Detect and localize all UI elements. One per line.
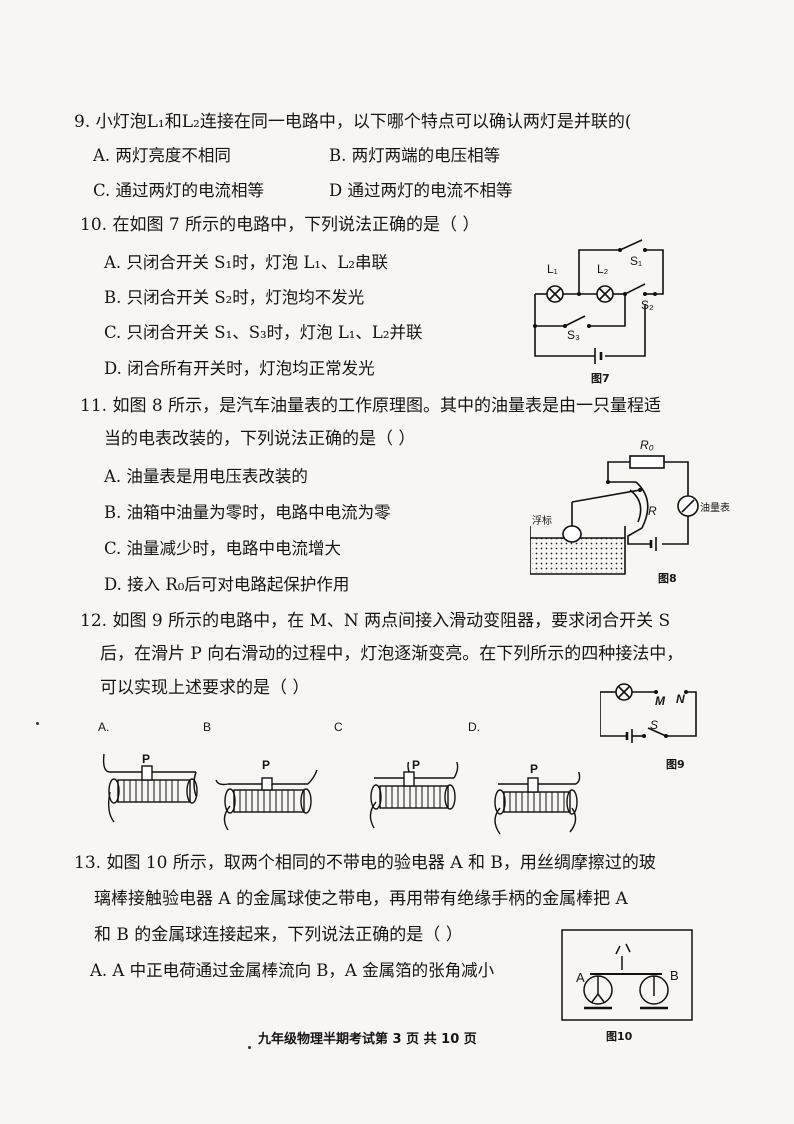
- q9-option-a: A. 两灯亮度不相同: [93, 146, 231, 165]
- scan-speck: [248, 1046, 251, 1049]
- q12-stem-3: 可以实现上述要求的是（ ）: [100, 678, 310, 698]
- fig8-caption: 图8: [658, 572, 677, 585]
- figure-9-circuit: M N S 图9: [600, 676, 710, 771]
- fig10-caption: 图10: [606, 1030, 633, 1043]
- rheostat-a-slider-label: P: [142, 752, 151, 766]
- fig7-label-s3: S₃: [567, 328, 580, 342]
- fig9-label-n: N: [676, 692, 685, 706]
- q13-stem-1: 13. 如图 10 所示，取两个相同的不带电的验电器 A 和 B，用丝绸摩擦过的…: [74, 853, 656, 873]
- fig7-label-s2: S₂: [641, 298, 654, 312]
- fig8-label-r: R: [648, 504, 657, 518]
- rheostat-d-slider-label: P: [530, 762, 539, 776]
- fig9-label-s: S: [650, 718, 659, 732]
- q10-option-a: A. 只闭合开关 S₁时，灯泡 L₁、L₂串联: [104, 253, 388, 272]
- fig9-label-m: M: [655, 694, 665, 708]
- figure-7-circuit: L₁ L₂ S₁ S₂ S₃ 图7: [525, 232, 675, 387]
- q9-stem: 9. 小灯泡L₁和L₂连接在同一电路中，以下哪个特点可以确认两灯是并联的(: [74, 112, 632, 132]
- page-footer: 九年级物理半期考试第 3 页 共 10 页: [258, 1032, 477, 1047]
- q12-stem-2: 后，在滑片 P 向右滑动的过程中，灯泡逐渐变亮。在下列所示的四种接法中，: [100, 644, 684, 664]
- q12-label-c: C: [334, 720, 343, 734]
- q12-stem-1: 12. 如图 9 所示的电路中，在 M、N 两点间接入滑动变阻器，要求闭合开关 …: [80, 611, 671, 631]
- figure-10-electroscopes: A B 图10: [560, 928, 700, 1043]
- q10-stem: 10. 在如图 7 所示的电路中，下列说法正确的是（ ）: [80, 215, 480, 235]
- q12-label-d: D.: [468, 720, 480, 734]
- q10-option-c: C. 只闭合开关 S₁、S₃时，灯泡 L₁、L₂并联: [104, 323, 423, 342]
- q13-option-a: A. A 中正电荷通过金属棒流向 B，A 金属箔的张角减小: [90, 961, 495, 980]
- rheostat-option-d: P: [486, 762, 586, 842]
- rheostat-option-b: P: [212, 758, 322, 840]
- q13-stem-3: 和 B 的金属球连接起来，下列说法正确的是（ ）: [94, 925, 463, 945]
- q12-label-b: B: [203, 720, 212, 734]
- q12-label-a: A.: [98, 720, 110, 734]
- q13-stem-2: 璃棒接触验电器 A 的金属球使之带电，再用带有绝缘手柄的金属棒把 A: [94, 889, 628, 909]
- rheostat-b-slider-label: P: [262, 758, 271, 772]
- q9-option-b: B. 两灯两端的电压相等: [329, 146, 501, 165]
- figure-8-fuel-gauge: R₀ R 油量表 浮标 图8: [530, 438, 740, 592]
- q10-option-d: D. 闭合所有开关时，灯泡均正常发光: [104, 359, 375, 378]
- fig7-label-l2: L₂: [597, 262, 609, 276]
- fig8-label-r0: R₀: [640, 438, 654, 452]
- q11-option-c: C. 油量减少时，电路中电流增大: [104, 539, 342, 558]
- rheostat-option-a: P: [100, 752, 200, 832]
- fig10-label-b: B: [670, 968, 679, 983]
- rheostat-option-c: P: [362, 758, 462, 838]
- q9-option-c: C. 通过两灯的电流相等: [93, 181, 265, 200]
- q11-option-a: A. 油量表是用电压表改装的: [104, 467, 308, 486]
- fig9-caption: 图9: [666, 758, 685, 771]
- fig10-label-a: A: [576, 970, 585, 985]
- scan-speck: [36, 722, 39, 725]
- fig7-label-s1: S₁: [630, 254, 643, 268]
- fig7-caption: 图7: [591, 372, 610, 385]
- fig7-label-l1: L₁: [547, 262, 558, 276]
- rheostat-c-slider-label: P: [412, 758, 421, 772]
- q11-stem-1: 11. 如图 8 所示，是汽车油量表的工作原理图。其中的油量表是由一只量程适: [80, 396, 662, 416]
- q9-option-d: D 通过两灯的电流不相等: [329, 181, 513, 200]
- q11-stem-2: 当的电表改装的，下列说法正确的是（ ）: [104, 429, 416, 449]
- fig8-label-meter: 油量表: [700, 503, 730, 514]
- q11-option-d: D. 接入 R₀后可对电路起保护作用: [104, 575, 350, 594]
- q10-option-b: B. 只闭合开关 S₂时，灯泡均不发光: [104, 288, 365, 307]
- q11-option-b: B. 油箱中油量为零时，电路中电流为零: [104, 503, 391, 522]
- fig8-label-float: 浮标: [532, 516, 552, 527]
